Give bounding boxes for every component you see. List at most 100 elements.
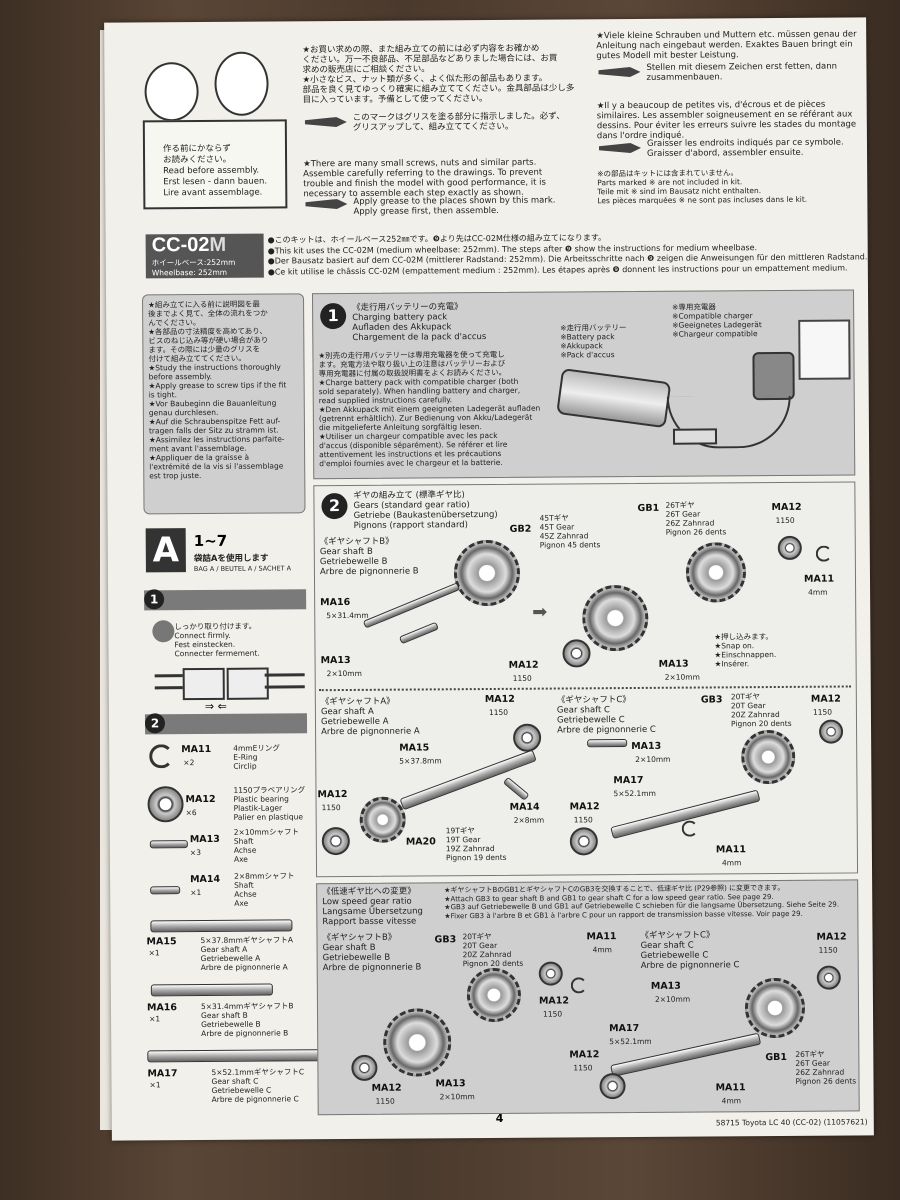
ma11-dim: 4mm	[808, 587, 828, 597]
bearing-ma12	[351, 1054, 378, 1081]
left-note: ★組み立てに入る前に説明図を最 後までよく見て、全体の流れをつか んでください。…	[148, 299, 287, 481]
shaft-ma14-icon	[150, 886, 181, 895]
substep-2-header	[144, 713, 308, 735]
ma14-dim: 2×8mm	[513, 815, 545, 825]
shaft-ma17-icon	[147, 1049, 340, 1063]
ma13-label: MA13	[435, 1078, 466, 1090]
ma15-label: MA15	[399, 742, 430, 754]
gb3-label: GB3	[700, 694, 723, 706]
bag-jp: 袋詰Aを使用します	[193, 553, 269, 565]
low-gb1-label: GB1	[765, 1051, 788, 1064]
grease-mark-icon	[305, 117, 347, 127]
grease-jp: このマークはグリスを塗る部分に指示しました。必ず、 グリスアップして、組み立てて…	[352, 111, 565, 133]
ma12-dim: 1150	[775, 515, 795, 525]
part-ma12-desc: 1150プラベアリング Plastic bearing Plastik-Lage…	[233, 785, 306, 822]
part-ma15-qty: ×1	[148, 948, 160, 958]
ma17-label: MA17	[613, 774, 644, 787]
page-number: 4	[495, 1111, 504, 1125]
ma11-dim: 4mm	[721, 1096, 742, 1106]
bearing-ma12	[538, 961, 563, 986]
ma13-dim: 2×10mm	[664, 672, 700, 682]
step1-title: 《走行用バッテリーの充電》 Charging battery pack Aufl…	[352, 302, 487, 343]
ma17-dim: 5×52.1mm	[613, 788, 656, 799]
ma11-label: MA11	[715, 1082, 746, 1094]
part-ma16-desc: 5×31.4mmギヤシャフトB Gear shaft B Getriebewel…	[200, 1001, 294, 1039]
step2-number: 2	[321, 492, 348, 520]
bearing-ma12	[562, 639, 591, 668]
low-title: 《低速ギヤ比への変更》 Low speed gear ratio Langsam…	[322, 886, 423, 928]
ma12-label: MA12	[508, 659, 539, 671]
ma11-dim: 4mm	[721, 858, 742, 868]
low-gear-gb3	[466, 967, 522, 1023]
ma17-dim: 5×52.1mm	[609, 1036, 652, 1047]
connector-plug-icon	[672, 428, 718, 445]
low-gear-gb2	[382, 1008, 452, 1077]
ma12-label: MA12	[771, 501, 802, 514]
intro-fr: ★Il y a beaucoup de petites vis, d'écrou…	[596, 99, 857, 142]
ma12-dim: 1150	[543, 1009, 563, 1019]
part-ma15-desc: 5×37.8mmギヤシャフトA Gear shaft A Getriebewel…	[200, 935, 294, 973]
low-gb1-desc: 26Tギヤ 26T Gear 26Z Zahnrad Pignon 26 den…	[795, 1049, 857, 1086]
substep-2-number: 2	[144, 713, 166, 734]
substep-1-header	[144, 589, 307, 611]
bearing-icon	[147, 786, 184, 823]
substep-1-number: 1	[144, 589, 165, 610]
ma12-dim: 1150	[375, 1096, 395, 1106]
bag-label: BAG A / BEUTEL A / SACHET A	[193, 564, 292, 574]
wall-outlet-icon	[798, 319, 851, 380]
ma13-label: MA13	[631, 740, 662, 753]
part-ma12-code: MA12	[185, 793, 216, 806]
gear-ma20	[359, 796, 406, 843]
gear-gb1	[685, 542, 747, 603]
intro-en: ★There are many small screws, nuts and s…	[303, 157, 546, 200]
gb1-desc: 26Tギヤ 26T Gear 26Z Zahnrad Pignon 26 den…	[665, 500, 727, 537]
gb2-desc: 45Tギヤ 45T Gear 45Z Zahnrad Pignon 45 den…	[539, 513, 601, 550]
e-ring-icon	[815, 545, 832, 562]
bearing-ma12	[816, 965, 841, 990]
low-gb3-desc: 20Tギヤ 20T Gear 20Z Zahnrad Pignon 20 den…	[462, 931, 524, 969]
part-ma11-qty: ×2	[183, 758, 195, 768]
part-ma12-qty: ×6	[185, 808, 197, 818]
bearing-ma12	[777, 535, 802, 560]
gb1-label: GB1	[637, 502, 660, 514]
charger-illustration	[752, 351, 795, 401]
ma13-dim: 2×10mm	[439, 1092, 475, 1102]
part-ma17-qty: ×1	[149, 1080, 161, 1090]
ma13-label: MA13	[320, 654, 351, 667]
ma16-label: MA16	[320, 596, 351, 609]
gb2-label: GB2	[509, 523, 532, 535]
instruction-page: 作る前にかならず お読みください。 Read before assembly. …	[104, 17, 874, 1141]
bag-range: 1~7	[193, 531, 228, 551]
ma20-label: MA20	[405, 836, 436, 848]
chassis-text: ●このキットは、ホイールベース252㎜です。❾より先はCC-02M仕様の組み立て…	[267, 233, 868, 277]
ma12-label: MA12	[317, 788, 348, 801]
step1-text: ★別売の走行用バッテリーは専用充電器を使って充電し ます。充電方法や取り扱い上の…	[318, 349, 541, 469]
e-ring-icon	[681, 820, 698, 837]
shaft-ma13-icon	[149, 840, 188, 849]
gb3-desc: 20Tギヤ 20T Gear 20Z Zahnrad Pignon 20 den…	[730, 692, 792, 729]
part-ma16-code: MA16	[146, 1002, 178, 1014]
ma11-label: MA11	[586, 931, 617, 943]
shaft-ma16-icon	[150, 983, 273, 997]
ma12-dim: 1150	[321, 803, 341, 813]
bag-letter: A	[145, 528, 186, 573]
ma12-label: MA12	[538, 995, 570, 1007]
grease-en: Apply grease to the places shown by this…	[353, 195, 556, 217]
bearing-ma12	[513, 723, 542, 752]
ma13-dim: 2×10mm	[654, 994, 691, 1004]
ma12-dim: 1150	[573, 1063, 593, 1073]
grease-fr: Graisser les endroits indiqués par ce sy…	[646, 137, 844, 159]
ma12-label: MA12	[816, 931, 847, 943]
ma16-dim: 5×31.4mm	[326, 610, 369, 621]
snap-note: ★押し込みます。 ★Snap on. ★Einschnappen. ★Insér…	[714, 632, 777, 669]
arrow-right-icon: ➡	[532, 601, 548, 623]
connect-check-icon	[152, 620, 175, 643]
ma12-label: MA12	[569, 1049, 600, 1061]
gear-gb3	[741, 729, 796, 785]
step2-title: ギヤの組み立て (標準ギヤ比) Gears (standard gear rat…	[353, 490, 498, 531]
ma12-dim: 1150	[512, 673, 532, 683]
ma12-label: MA12	[810, 693, 841, 705]
ma12-dim: 1150	[818, 945, 838, 955]
bearing-ma12	[599, 1073, 626, 1100]
ma12-dim: 1150	[812, 707, 833, 717]
